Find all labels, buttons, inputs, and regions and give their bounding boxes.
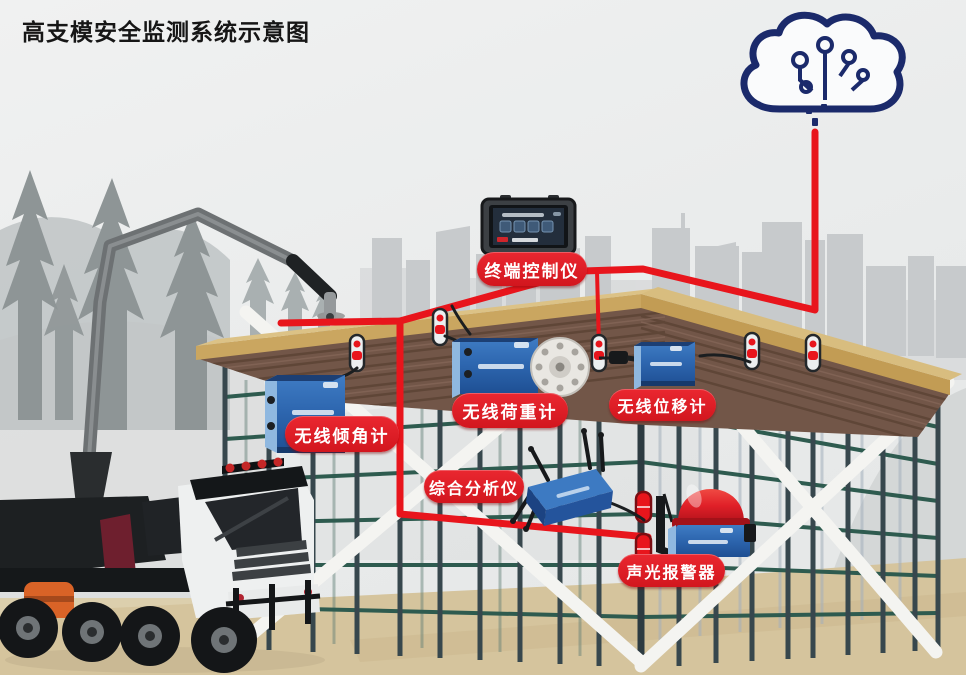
label-wireless-displacement-meter: 无线位移计 — [609, 389, 716, 421]
cloud-circuit-icon — [740, 11, 906, 126]
sensor-clips — [348, 307, 822, 566]
forest-silhouette — [0, 170, 336, 430]
alarm-device — [656, 484, 756, 561]
label-terminal-controller: 终端控制仪 — [477, 252, 587, 286]
load-cell-device — [452, 337, 590, 398]
clip — [348, 333, 366, 373]
pump-boom — [81, 207, 337, 473]
clip — [590, 333, 608, 373]
clip — [804, 333, 822, 373]
label-wireless-load-cell: 无线荷重计 — [452, 393, 568, 428]
pump-truck — [0, 207, 337, 673]
analyzer-device — [510, 428, 613, 532]
clip — [743, 331, 761, 371]
label-wireless-inclinometer: 无线倾角计 — [285, 416, 399, 452]
page-title: 高支模安全监测系统示意图 — [22, 19, 310, 45]
truck-wheels — [0, 598, 257, 673]
label-sound-light-alarm: 声光报警器 — [618, 554, 725, 587]
load-cell-flange — [530, 337, 590, 397]
label-integrated-analyzer: 综合分析仪 — [424, 470, 524, 503]
displacement-device — [599, 342, 695, 390]
clip — [431, 307, 449, 347]
